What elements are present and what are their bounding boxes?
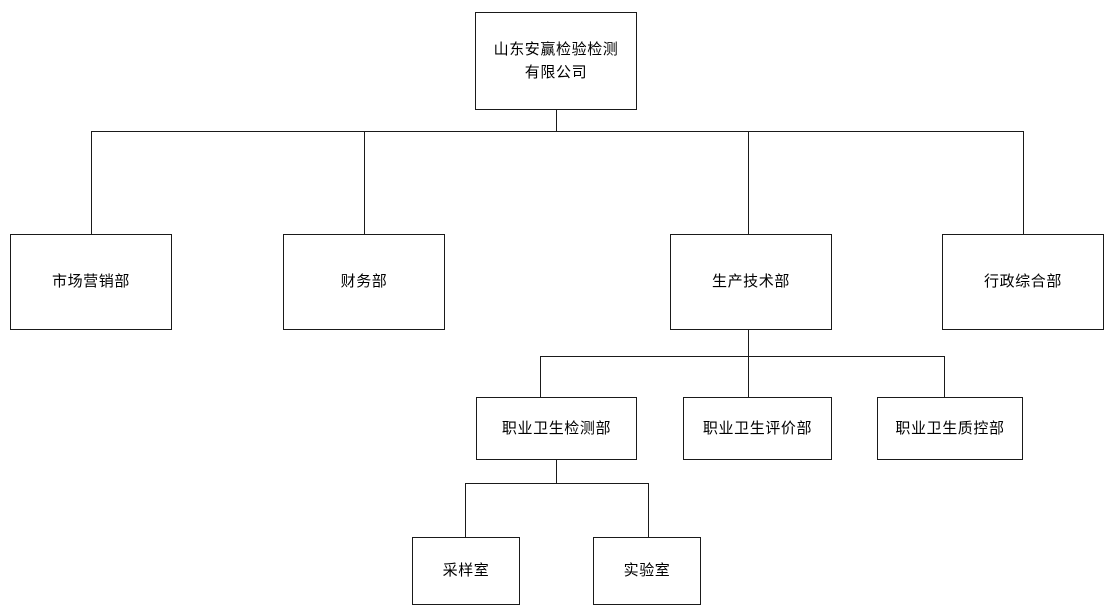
node-marketing[interactable]: 市场营销部 <box>10 234 172 330</box>
node-production-label: 生产技术部 <box>711 272 790 291</box>
connector-level3-bus <box>465 483 648 484</box>
connector-level2-bus <box>540 356 945 357</box>
node-oh-testing[interactable]: 职业卫生检测部 <box>476 397 637 460</box>
node-oh-qc[interactable]: 职业卫生质控部 <box>877 397 1023 460</box>
connector-level1-bus <box>91 131 1024 132</box>
connector-production-stem <box>748 330 749 356</box>
node-root-label: 山东安赢检验检测 有限公司 <box>493 39 619 81</box>
node-root[interactable]: 山东安赢检验检测 有限公司 <box>475 12 637 110</box>
node-oh-assessment[interactable]: 职业卫生评价部 <box>683 397 832 460</box>
connector-drop-sampling-room <box>465 483 466 537</box>
connector-drop-oh-assessment <box>748 356 749 397</box>
connector-drop-administration <box>1023 131 1024 234</box>
connector-drop-production <box>748 131 749 234</box>
node-oh-qc-label: 职业卫生质控部 <box>895 418 1005 437</box>
node-laboratory[interactable]: 实验室 <box>593 537 701 605</box>
node-marketing-label: 市场营销部 <box>51 272 130 291</box>
node-laboratory-label: 实验室 <box>623 561 671 580</box>
connector-drop-oh-qc <box>944 356 945 397</box>
node-sampling-room-label: 采样室 <box>442 561 490 580</box>
connector-root-stem <box>556 110 557 131</box>
connector-drop-finance <box>364 131 365 234</box>
connector-drop-marketing <box>91 131 92 234</box>
connector-drop-laboratory <box>648 483 649 537</box>
node-production[interactable]: 生产技术部 <box>670 234 832 330</box>
connector-oh-testing-stem <box>556 460 557 483</box>
connector-drop-oh-testing <box>540 356 541 397</box>
node-finance-label: 财务部 <box>340 272 388 291</box>
node-oh-testing-label: 职业卫生检测部 <box>501 418 612 437</box>
node-sampling-room[interactable]: 采样室 <box>412 537 520 605</box>
node-oh-assessment-label: 职业卫生评价部 <box>702 418 813 437</box>
node-finance[interactable]: 财务部 <box>283 234 445 330</box>
node-administration-label: 行政综合部 <box>983 272 1062 291</box>
node-administration[interactable]: 行政综合部 <box>942 234 1104 330</box>
